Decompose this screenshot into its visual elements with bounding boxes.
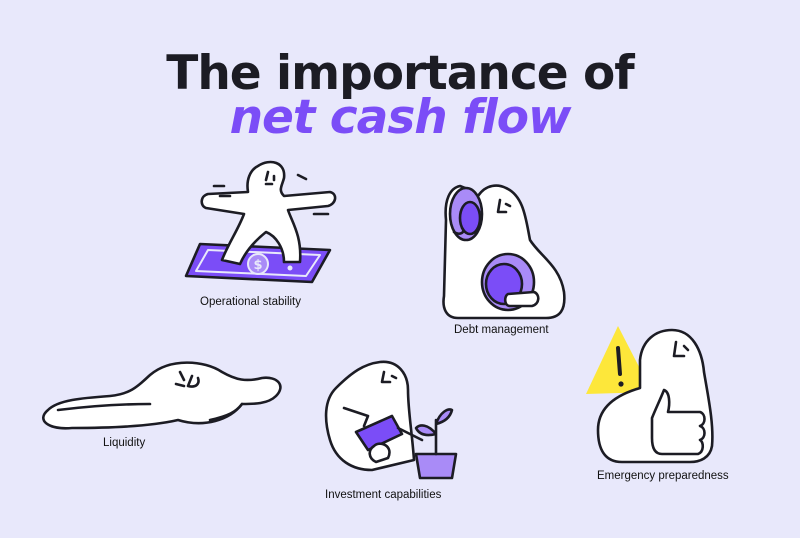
title-line-2: net cash flow xyxy=(229,90,572,145)
figure-holding-coins-icon xyxy=(442,184,566,320)
label-operational-stability: Operational stability xyxy=(200,296,301,308)
figure-watering-plant-icon xyxy=(324,360,458,480)
title-line-1: The importance of xyxy=(166,46,634,101)
label-emergency-preparedness: Emergency preparedness xyxy=(597,470,729,482)
figure-thumbs-up-warning-icon xyxy=(586,326,714,464)
label-liquidity: Liquidity xyxy=(103,437,146,449)
figure-surfing-banknote-icon: $ xyxy=(184,160,337,284)
svg-text:$: $ xyxy=(253,258,262,273)
label-debt-management: Debt management xyxy=(454,324,549,336)
label-investment-capabilities: Investment capabilities xyxy=(325,489,442,501)
melted-puddle-figure-icon xyxy=(42,361,282,430)
